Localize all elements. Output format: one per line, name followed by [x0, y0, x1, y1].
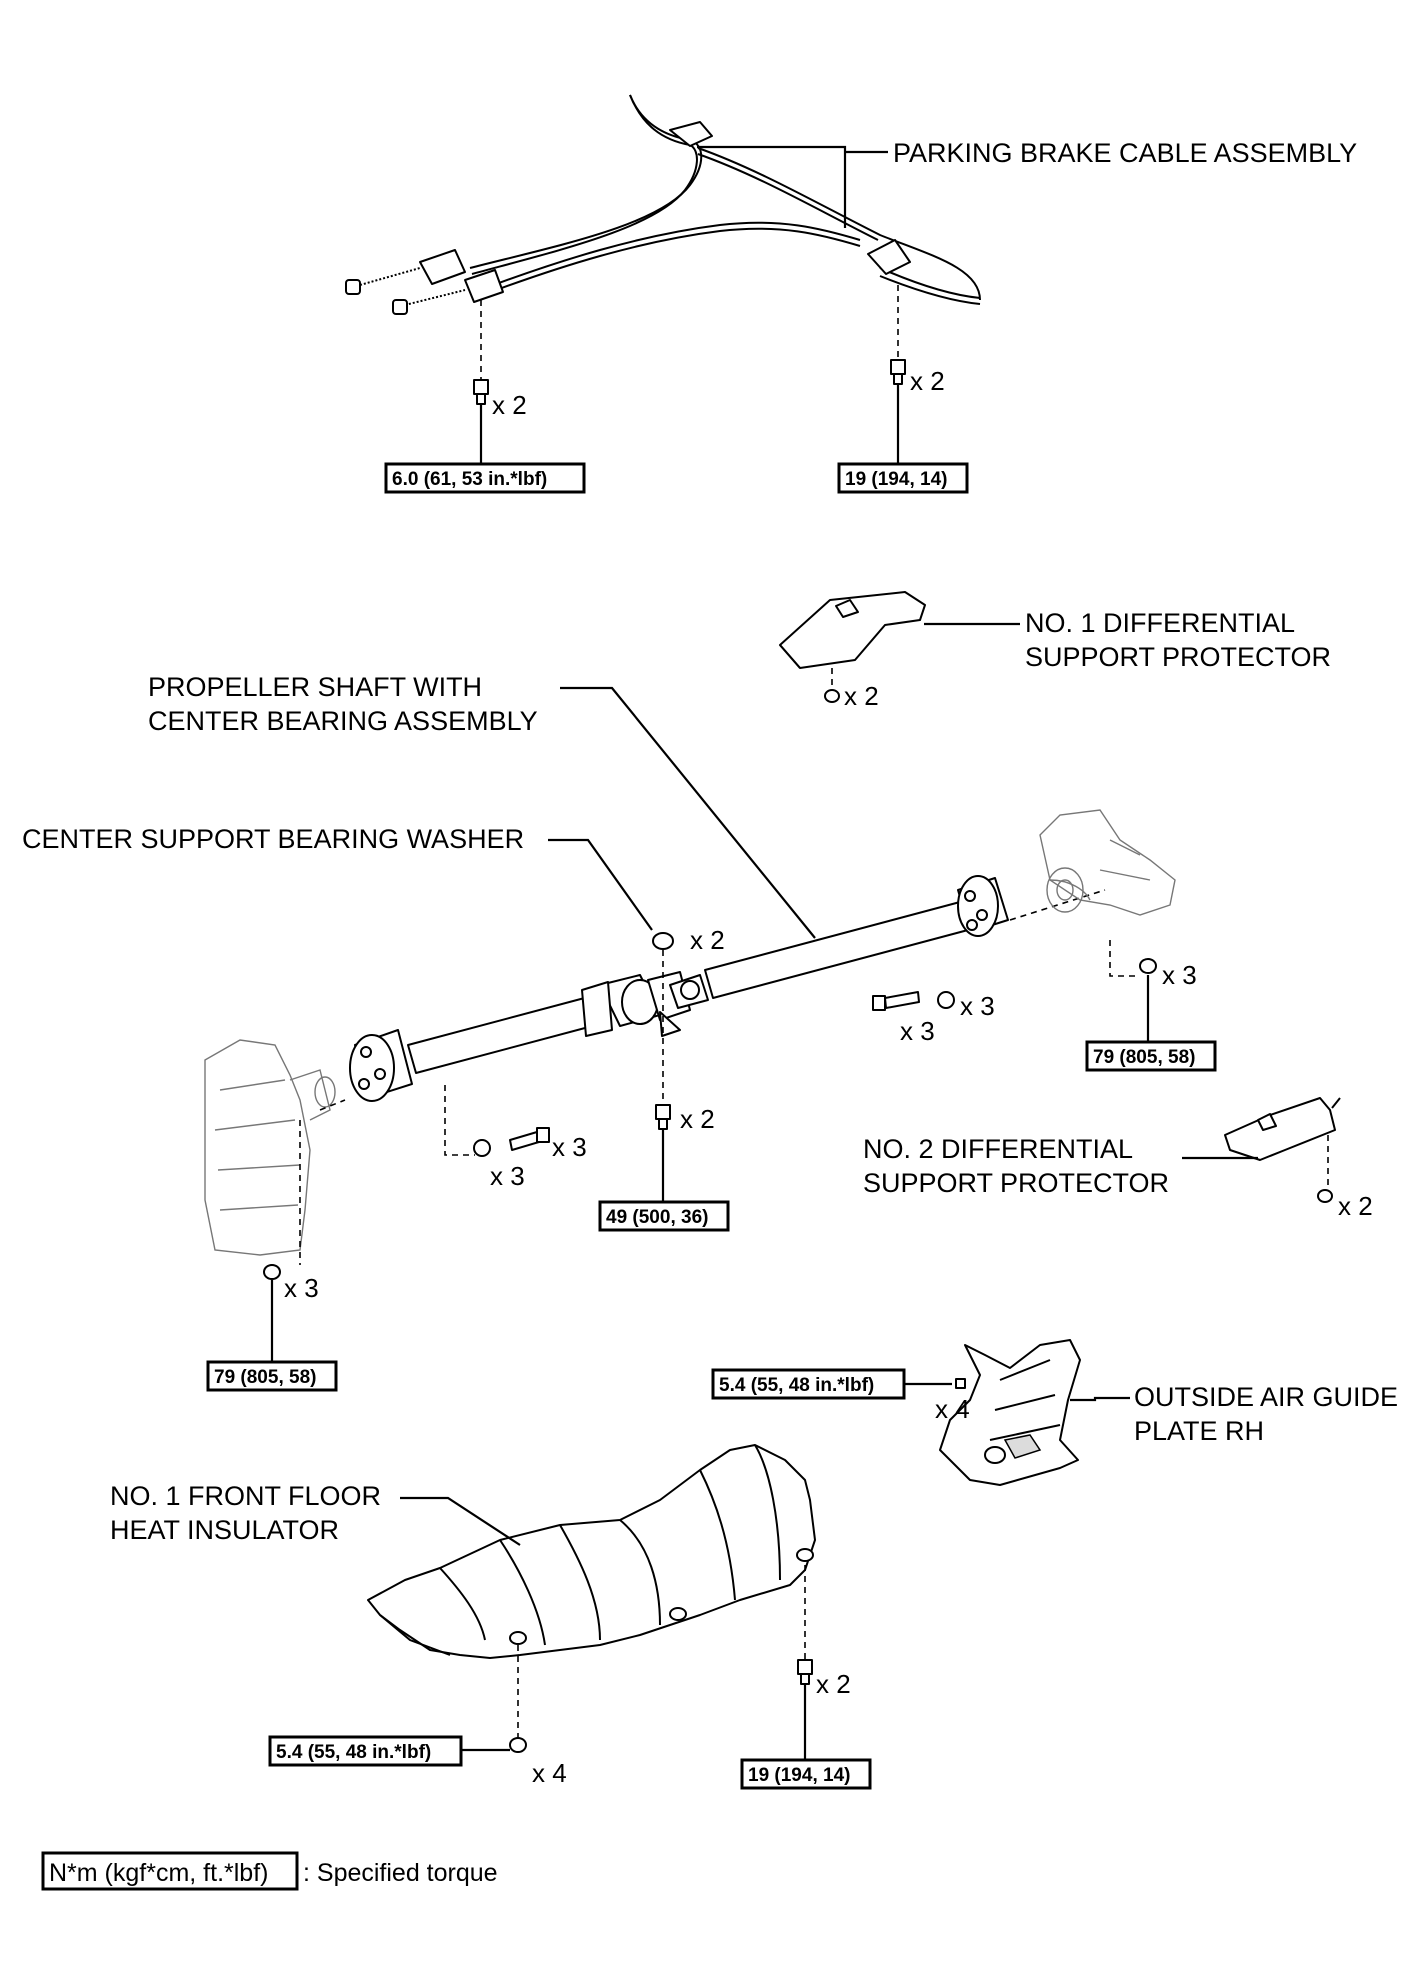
torque-box-cable-right — [837, 462, 969, 494]
torque-box-transmission-flange — [206, 1360, 338, 1392]
torque-box-air-guide — [711, 1368, 906, 1400]
insulator-left-nut-icon — [509, 1737, 527, 1753]
qty-cable-left: x 2 — [492, 390, 527, 420]
label-diff-protector-1-line1: NO. 1 DIFFERENTIAL — [1025, 608, 1295, 638]
no1-front-floor-heat-insulator — [367, 1444, 816, 1659]
legend-description: : Specified torque — [303, 1859, 498, 1887]
qty-insulator-left: x 4 — [532, 1758, 567, 1788]
air-guide-bolt-icon — [955, 1378, 966, 1389]
label-diff-protector-1-line2: SUPPORT PROTECTOR — [1025, 642, 1331, 672]
nut-icon — [824, 689, 840, 703]
torque-cable-right: 19 (194, 14) — [845, 469, 947, 490]
cable-left-bolt-icon — [473, 379, 489, 405]
rear-washer-icon — [937, 991, 955, 1009]
label-propeller-shaft-line1: PROPELLER SHAFT WITH — [148, 672, 482, 702]
torque-air-guide: 5.4 (55, 48 in.*lbf) — [719, 1375, 874, 1396]
torque-box-diff-flange — [1085, 1040, 1217, 1072]
qty-insulator-right: x 2 — [816, 1669, 851, 1699]
leader-parking-brake-cable — [697, 145, 888, 228]
torque-insulator-right: 19 (194, 14) — [748, 1765, 850, 1786]
center-bearing-bolt-icon — [655, 1104, 671, 1130]
label-parking-brake-cable: PARKING BRAKE CABLE ASSEMBLY — [893, 138, 1357, 168]
torque-diff-flange: 79 (805, 58) — [1093, 1047, 1195, 1068]
qty-front-washer: x 3 — [490, 1161, 525, 1191]
outside-air-guide-plate-rh — [939, 1339, 1081, 1486]
diff-flange-nut-icon — [1139, 958, 1157, 974]
torque-box-center-bearing — [598, 1200, 730, 1232]
label-center-washer: CENTER SUPPORT BEARING WASHER — [22, 824, 524, 854]
qty-rear-washer: x 3 — [960, 991, 995, 1021]
qty-transmission-nut: x 3 — [284, 1273, 319, 1303]
torque-box-insulator-right — [740, 1758, 872, 1790]
qty-diff-flange-nut: x 3 — [1162, 960, 1197, 990]
qty-rear-bolt: x 3 — [900, 1016, 935, 1046]
no2-differential-support-protector — [1224, 1097, 1341, 1161]
parking-brake-cable-assembly — [345, 94, 981, 315]
qty-front-bolt: x 3 — [552, 1132, 587, 1162]
rear-bolt-icon — [872, 991, 920, 1011]
label-air-guide-line1: OUTSIDE AIR GUIDE — [1134, 1382, 1398, 1412]
torque-cable-left: 6.0 (61, 53 in.*lbf) — [392, 469, 547, 490]
label-heat-insulator-line2: HEAT INSULATOR — [110, 1515, 339, 1545]
label-heat-insulator-line1: NO. 1 FRONT FLOOR — [110, 1481, 381, 1511]
qty-cable-right: x 2 — [910, 366, 945, 396]
label-air-guide-line2: PLATE RH — [1134, 1416, 1264, 1446]
propeller-shaft — [349, 875, 1009, 1102]
no1-differential-support-protector — [779, 591, 926, 669]
torque-box-insulator-left — [268, 1735, 463, 1767]
qty-center-washer: x 2 — [690, 925, 725, 955]
legend-box — [41, 1851, 299, 1891]
qty-diff-protector-1: x 2 — [844, 681, 879, 711]
differential — [1039, 809, 1176, 916]
transmission-nut-icon — [263, 1264, 281, 1280]
torque-transmission-flange: 79 (805, 58) — [214, 1367, 316, 1388]
label-diff-protector-2-line1: NO. 2 DIFFERENTIAL — [863, 1134, 1133, 1164]
torque-center-bearing: 49 (500, 36) — [606, 1207, 708, 1228]
cable-right-bolt-icon — [890, 359, 906, 385]
front-washer-icon — [473, 1139, 491, 1157]
torque-insulator-left: 5.4 (55, 48 in.*lbf) — [276, 1742, 431, 1763]
label-propeller-shaft-line2: CENTER BEARING ASSEMBLY — [148, 706, 538, 736]
legend-unit: N*m (kgf*cm, ft.*lbf) — [49, 1859, 268, 1887]
qty-air-guide: x 4 — [935, 1394, 970, 1424]
transmission — [204, 1039, 336, 1256]
label-diff-protector-2-line2: SUPPORT PROTECTOR — [863, 1168, 1169, 1198]
diff-protector-2-nut-icon — [1317, 1189, 1333, 1203]
qty-center-bearing-bolt: x 2 — [680, 1104, 715, 1134]
front-bolt-icon — [509, 1127, 550, 1151]
insulator-right-bolt-icon — [797, 1659, 813, 1685]
qty-diff-protector-2: x 2 — [1338, 1191, 1373, 1221]
washer-icon — [652, 932, 674, 950]
torque-box-cable-left — [384, 462, 586, 494]
